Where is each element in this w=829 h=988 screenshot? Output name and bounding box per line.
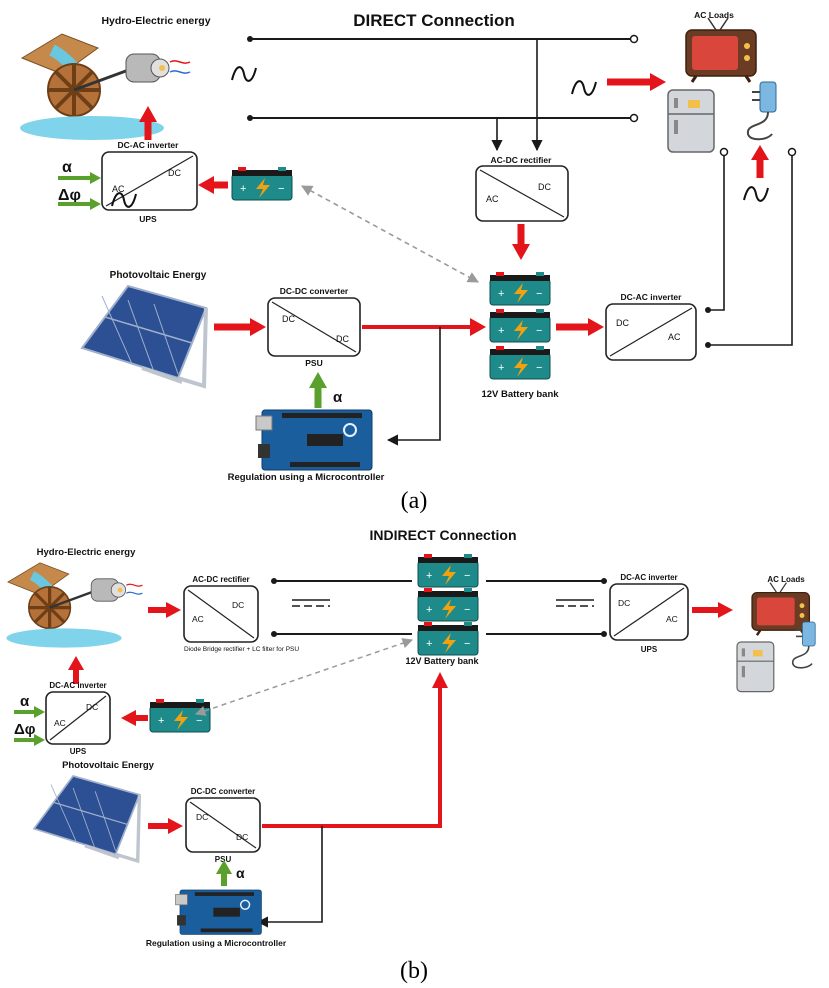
battery-icon [417, 553, 479, 588]
sine-wave-icon [571, 80, 597, 96]
svg-text:DC-AC inverter: DC-AC inverter [620, 573, 677, 582]
panel-a: DIRECT Connection Hydro-Electric energy … [20, 10, 797, 514]
battery-icon [417, 587, 479, 622]
ups-inverter-b: DC-AC inverter AC DC UPS [45, 681, 111, 756]
fridge-icon [736, 641, 775, 693]
ac-dc-rectifier-b: AC-DC rectifier AC DC Diode Bridge recti… [183, 575, 299, 653]
battery-icon [149, 698, 211, 733]
svg-text:PSU: PSU [215, 855, 232, 864]
dc-dc-converter-b: DC-DC converter DC DC PSU [185, 787, 261, 864]
svg-text:DC-AC inverter: DC-AC inverter [621, 292, 683, 302]
ac-loads-label-b: AC Loads [767, 575, 805, 584]
caption-b: (b) [400, 958, 428, 984]
svg-text:AC-DC rectifier: AC-DC rectifier [491, 155, 553, 165]
microcontroller-board-icon [174, 889, 263, 936]
svg-text:UPS: UPS [139, 214, 157, 224]
svg-text:AC: AC [486, 194, 499, 204]
hydro-label-b: Hydro-Electric energy [37, 547, 136, 558]
battery-icon [231, 166, 293, 201]
svg-text:AC: AC [54, 718, 66, 728]
panel-b-title: INDIRECT Connection [370, 527, 517, 543]
hydro-label: Hydro-Electric energy [101, 15, 210, 27]
svg-text:UPS: UPS [641, 645, 658, 654]
svg-text:Diode Bridge rectifier + LC fi: Diode Bridge rectifier + LC filter for P… [184, 646, 299, 653]
battery-bank-label: 12V Battery bank [481, 389, 559, 400]
battery-icon [489, 308, 551, 343]
charger-icon [746, 81, 777, 141]
battery-bank-label-b: 12V Battery bank [405, 656, 479, 666]
caption-a: (a) [401, 488, 428, 514]
pv-label: Photovoltaic Energy [110, 270, 207, 281]
svg-text:DC-AC inverter: DC-AC inverter [118, 140, 180, 150]
sine-wave-icon [743, 186, 769, 202]
load-inverter-b: DC-AC inverter DC AC UPS [609, 573, 689, 654]
battery-icon [489, 345, 551, 380]
alpha-label: α [62, 159, 72, 176]
battery-icon [489, 271, 551, 306]
pv-label-b: Photovoltaic Energy [62, 760, 155, 771]
svg-text:AC: AC [192, 614, 204, 624]
svg-text:DC: DC [538, 182, 551, 192]
sine-wave-icon [231, 66, 257, 82]
hydro-turbine-icon [6, 563, 142, 648]
svg-text:AC: AC [112, 184, 125, 194]
svg-text:DC: DC [86, 702, 98, 712]
svg-text:AC: AC [668, 332, 681, 342]
panel-b: INDIRECT Connection Hydro-Electric energ… [6, 527, 817, 984]
svg-text:DC: DC [618, 598, 630, 608]
svg-text:DC: DC [616, 318, 629, 328]
fridge-icon [667, 89, 715, 153]
backup-link-b [195, 638, 413, 716]
svg-text:PSU: PSU [305, 358, 322, 368]
svg-text:DC-DC converter: DC-DC converter [280, 286, 349, 296]
tv-icon [750, 581, 811, 637]
backup-link [301, 185, 479, 283]
solar-panel-icon [32, 774, 142, 863]
svg-text:UPS: UPS [70, 747, 87, 756]
hydro-turbine-icon [20, 34, 190, 140]
svg-text:AC: AC [666, 614, 678, 624]
delta-phi-label: Δφ [58, 187, 81, 204]
svg-text:AC-DC rectifier: AC-DC rectifier [192, 575, 249, 584]
alpha-control-label: α [333, 389, 343, 406]
mcu-label: Regulation using a Microcontroller [228, 472, 385, 483]
alpha-label-b: α [20, 693, 30, 710]
dc-dc-converter-a: DC-DC converter DC DC PSU [267, 286, 361, 368]
battery-icon [417, 621, 479, 656]
load-inverter-a: DC-AC inverter DC AC [605, 292, 697, 361]
svg-text:DC-DC converter: DC-DC converter [191, 787, 255, 796]
svg-text:DC: DC [236, 832, 248, 842]
svg-text:DC: DC [336, 334, 349, 344]
svg-text:DC: DC [168, 168, 181, 178]
solar-panel-icon [80, 284, 208, 388]
svg-text:DC: DC [282, 314, 295, 324]
alpha-control-label-b: α [236, 865, 245, 881]
ac-loads-label: AC Loads [694, 10, 734, 20]
microcontroller-board-icon [255, 409, 373, 471]
svg-text:DC: DC [196, 812, 208, 822]
tv-icon [684, 16, 758, 84]
delta-phi-label-b: Δφ [14, 721, 36, 738]
ac-dc-rectifier-a: AC-DC rectifier AC DC [475, 155, 569, 222]
panel-a-title: DIRECT Connection [353, 11, 515, 30]
ups-inverter-a: DC-AC inverter AC DC UPS [101, 140, 198, 224]
svg-text:DC-AC inverter: DC-AC inverter [49, 681, 106, 690]
mcu-label-b: Regulation using a Microcontroller [146, 938, 287, 948]
svg-text:DC: DC [232, 600, 244, 610]
